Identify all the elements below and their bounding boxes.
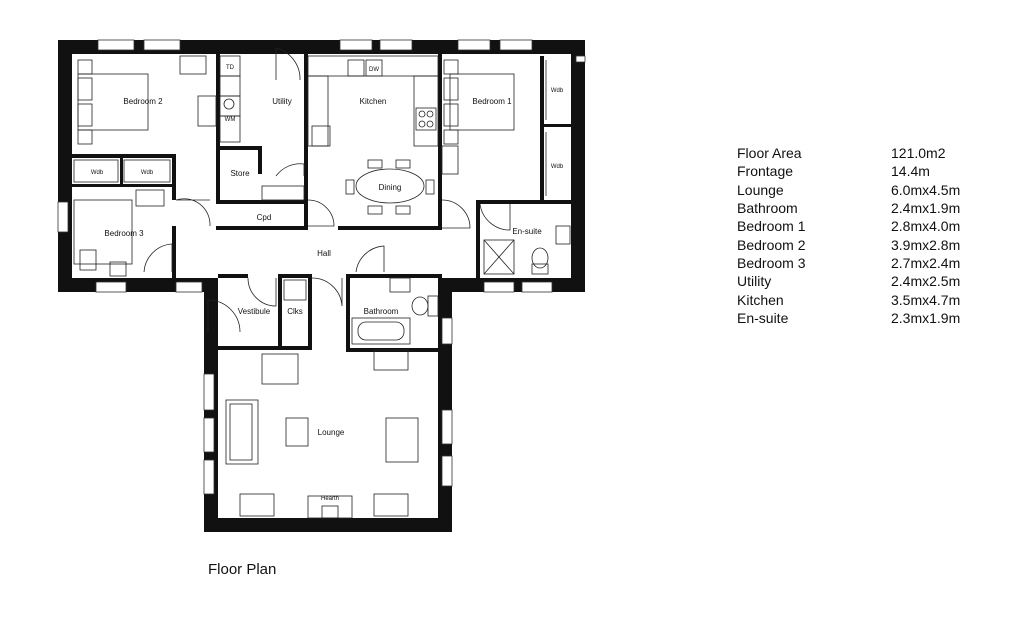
spec-value: 2.4mx1.9m bbox=[891, 200, 961, 217]
spec-value: 14.4m bbox=[891, 163, 930, 180]
windows bbox=[57, 39, 586, 495]
furniture bbox=[73, 55, 571, 519]
spec-value: 3.9mx2.8m bbox=[891, 236, 961, 253]
label-utility: Utility bbox=[272, 97, 292, 106]
label-ensuite: En-suite bbox=[512, 227, 542, 236]
spec-row: Utility 2.4mx2.5m bbox=[737, 272, 997, 290]
spec-label: Bedroom 1 bbox=[737, 218, 806, 235]
spec-label: Bedroom 2 bbox=[737, 236, 806, 253]
spec-value: 2.8mx4.0m bbox=[891, 218, 961, 235]
label-dining: Dining bbox=[379, 183, 402, 192]
label-td: TD bbox=[226, 65, 235, 71]
label-wdb-b2a: Wdb bbox=[91, 170, 104, 176]
label-kitchen: Kitchen bbox=[360, 97, 387, 106]
spec-row: Frontage 14.4m bbox=[737, 162, 997, 180]
label-bathroom: Bathroom bbox=[364, 307, 399, 316]
plan-caption: Floor Plan bbox=[208, 561, 277, 578]
spec-value: 121.0m2 bbox=[891, 145, 946, 162]
spec-label: Frontage bbox=[737, 163, 794, 180]
label-dw: DW bbox=[369, 67, 379, 73]
spec-row: Bedroom 3 2.7mx2.4m bbox=[737, 254, 997, 272]
spec-row: Lounge 6.0mx4.5m bbox=[737, 181, 997, 199]
label-lounge: Lounge bbox=[318, 428, 345, 437]
spec-label: Kitchen bbox=[737, 291, 784, 308]
label-bedroom2: Bedroom 2 bbox=[123, 97, 163, 106]
label-hearth: Hearth bbox=[321, 496, 339, 502]
label-cpd: Cpd bbox=[257, 213, 272, 222]
spec-row: Floor Area 121.0m2 bbox=[737, 144, 997, 162]
label-store: Store bbox=[230, 169, 250, 178]
spec-row: Bedroom 1 2.8mx4.0m bbox=[737, 217, 997, 235]
spec-value: 3.5mx4.7m bbox=[891, 291, 961, 308]
spec-row: Bedroom 2 3.9mx2.8m bbox=[737, 235, 997, 253]
label-wdb-b1b: Wdb bbox=[551, 164, 564, 170]
room-schedule: Floor Area 121.0m2 Frontage 14.4m Lounge 6.… bbox=[737, 144, 997, 327]
spec-value: 2.3mx1.9m bbox=[891, 309, 961, 326]
spec-row: En-suite 2.3mx1.9m bbox=[737, 309, 997, 327]
spec-label: En-suite bbox=[737, 309, 789, 326]
spec-row: Bathroom 2.4mx1.9m bbox=[737, 199, 997, 217]
label-clks: Clks bbox=[287, 307, 303, 316]
spec-label: Floor Area bbox=[737, 145, 802, 162]
interior-walls bbox=[72, 54, 571, 352]
exterior-walls bbox=[58, 40, 585, 532]
spec-label: Lounge bbox=[737, 181, 784, 198]
doors bbox=[143, 47, 511, 333]
label-hall: Hall bbox=[317, 249, 331, 258]
label-wdb-b2b: Wdb bbox=[141, 170, 154, 176]
spec-value: 6.0mx4.5m bbox=[891, 181, 961, 198]
room-labels: Bedroom 2 Utility Kitchen Bedroom 1 Stor… bbox=[91, 65, 564, 502]
spec-row: Kitchen 3.5mx4.7m bbox=[737, 290, 997, 308]
label-wdb-b1a: Wdb bbox=[551, 88, 564, 94]
spec-label: Bedroom 3 bbox=[737, 254, 806, 271]
spec-label: Bathroom bbox=[737, 200, 798, 217]
spec-value: 2.7mx2.4m bbox=[891, 254, 961, 271]
spec-value: 2.4mx2.5m bbox=[891, 273, 961, 290]
spec-label: Utility bbox=[737, 273, 772, 290]
label-bedroom3: Bedroom 3 bbox=[104, 229, 144, 238]
label-vestibule: Vestibule bbox=[238, 307, 271, 316]
label-bedroom1: Bedroom 1 bbox=[472, 97, 512, 106]
label-wm: WM bbox=[225, 117, 236, 123]
